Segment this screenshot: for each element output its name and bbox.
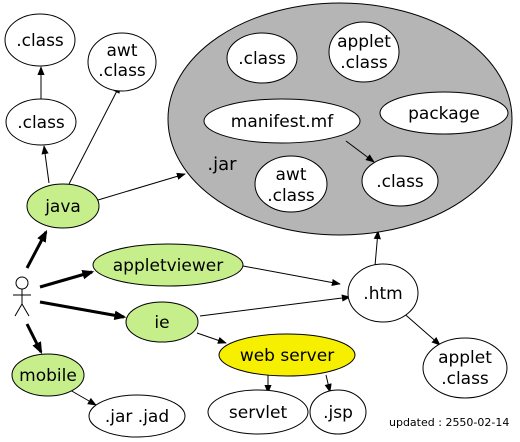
awt-class-line2: .class	[98, 61, 146, 81]
edge-user-mobile	[25, 323, 43, 355]
edge-user-ie	[39, 300, 127, 321]
mid-class-node	[5, 98, 77, 146]
servlet-label: servlet	[229, 403, 288, 423]
package-label: package	[408, 104, 480, 124]
edge-webserver-jsp	[324, 374, 332, 393]
jar-jad-label: .jar .jad	[105, 407, 169, 427]
applet-class-line1: applet	[438, 348, 492, 368]
jar-applet-class-line1: applet	[337, 32, 391, 52]
user-edges	[25, 229, 127, 355]
jar-container: .jar .class applet .class manifest.mf pa…	[167, 2, 513, 236]
edge-user-java	[25, 229, 48, 269]
java-label: java	[44, 197, 81, 217]
edge-manifest-class	[345, 140, 375, 163]
edge-htm-jar	[373, 230, 381, 267]
edges	[37, 66, 441, 406]
jar-awt-class-line2: .class	[267, 186, 315, 206]
jar-jad-node	[88, 394, 186, 438]
htm-label: .htm	[363, 284, 402, 304]
htm-node	[347, 263, 419, 323]
jar-class2-node	[361, 155, 439, 207]
updated-date: updated : 2550-02-14	[389, 416, 510, 429]
jar-awt-class-line1: awt	[276, 165, 307, 185]
edge-ie-webserver	[196, 332, 227, 344]
jsp-label: .jsp	[323, 403, 353, 423]
edge-ie-htm	[199, 294, 351, 317]
edge-java-jar	[97, 172, 186, 201]
mobile-node	[11, 353, 85, 397]
applet-class-node	[422, 337, 508, 399]
jar-class2-label: .class	[376, 172, 424, 192]
mid-class-label: .class	[17, 113, 65, 133]
top-class-node	[4, 13, 76, 67]
web-server-label: web server	[240, 346, 334, 366]
applet-class-line2: .class	[441, 369, 489, 389]
edge-java-midclass	[41, 145, 50, 184]
jar-label: .jar	[207, 154, 237, 175]
jar-class-node	[226, 32, 298, 84]
jsp-node	[309, 389, 367, 435]
awt-class-line1: awt	[107, 41, 138, 61]
jar-applet-class-line2: .class	[340, 53, 388, 73]
jar-applet-class-node	[328, 21, 400, 83]
ie-label: ie	[154, 313, 169, 333]
user-actor-icon	[13, 276, 31, 317]
edge-java-awtclass	[68, 84, 121, 185]
jar-class-label: .class	[238, 49, 286, 69]
web-server-node	[218, 333, 356, 377]
edge-appletviewer-htm	[242, 265, 341, 287]
edge-htm-appletclass	[399, 309, 441, 346]
ie-node	[125, 301, 199, 343]
appletviewer-label: appletviewer	[113, 256, 223, 276]
edge-user-appletviewer	[39, 270, 95, 289]
appletviewer-node	[92, 243, 244, 287]
java-node	[26, 183, 100, 229]
servlet-node	[207, 389, 309, 435]
jar-awt-class-node	[254, 155, 328, 213]
mobile-label: mobile	[19, 366, 77, 386]
top-class-label: .class	[16, 31, 64, 51]
package-node	[379, 91, 509, 135]
nodes: .class awt .class .class java appletview…	[4, 13, 508, 438]
manifest-node	[203, 98, 361, 144]
manifest-label: manifest.mf	[231, 112, 334, 132]
edge-mobile-jarjad	[69, 389, 97, 406]
awt-class-node	[87, 32, 157, 92]
